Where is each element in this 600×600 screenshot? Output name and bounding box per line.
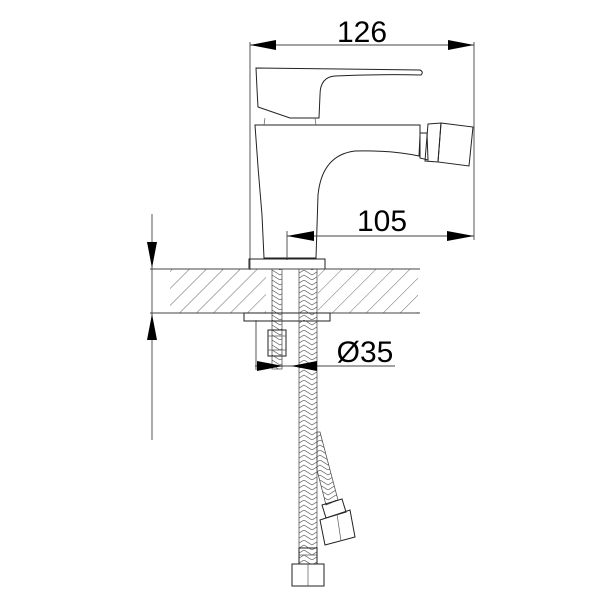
dimension-label-105: 105 xyxy=(357,205,407,238)
arrow-right xyxy=(447,231,474,241)
lock-nut xyxy=(267,329,287,357)
base-flange xyxy=(248,258,326,270)
dimension-overall-width: 126 xyxy=(249,16,475,270)
arrow-left xyxy=(250,40,276,50)
faucet-body xyxy=(254,117,421,259)
dimension-spout-reach: 105 xyxy=(286,205,474,260)
arrow-down xyxy=(147,242,157,268)
countertop-section xyxy=(150,268,420,314)
arrow-right xyxy=(291,361,317,371)
threaded-stud xyxy=(271,268,283,370)
spray-nozzle xyxy=(419,122,474,167)
mounting-hardware xyxy=(243,268,331,370)
arrow-right xyxy=(448,40,474,50)
arrow-up xyxy=(147,314,157,340)
hose-secondary xyxy=(316,431,339,506)
dimension-mount-hole: Ø35 xyxy=(255,320,395,371)
dimension-label-diameter-35: Ø35 xyxy=(337,336,394,369)
dimension-max-thickness: 35MAX xyxy=(147,214,157,440)
arrow-left xyxy=(287,231,314,241)
handle-lever xyxy=(255,67,423,119)
hose-main xyxy=(298,268,318,565)
arrow-left xyxy=(257,361,283,371)
supply-hoses xyxy=(291,268,356,587)
dimension-label-126: 126 xyxy=(337,16,387,49)
hose-nut-secondary xyxy=(319,509,356,546)
washer-plate xyxy=(243,312,331,322)
